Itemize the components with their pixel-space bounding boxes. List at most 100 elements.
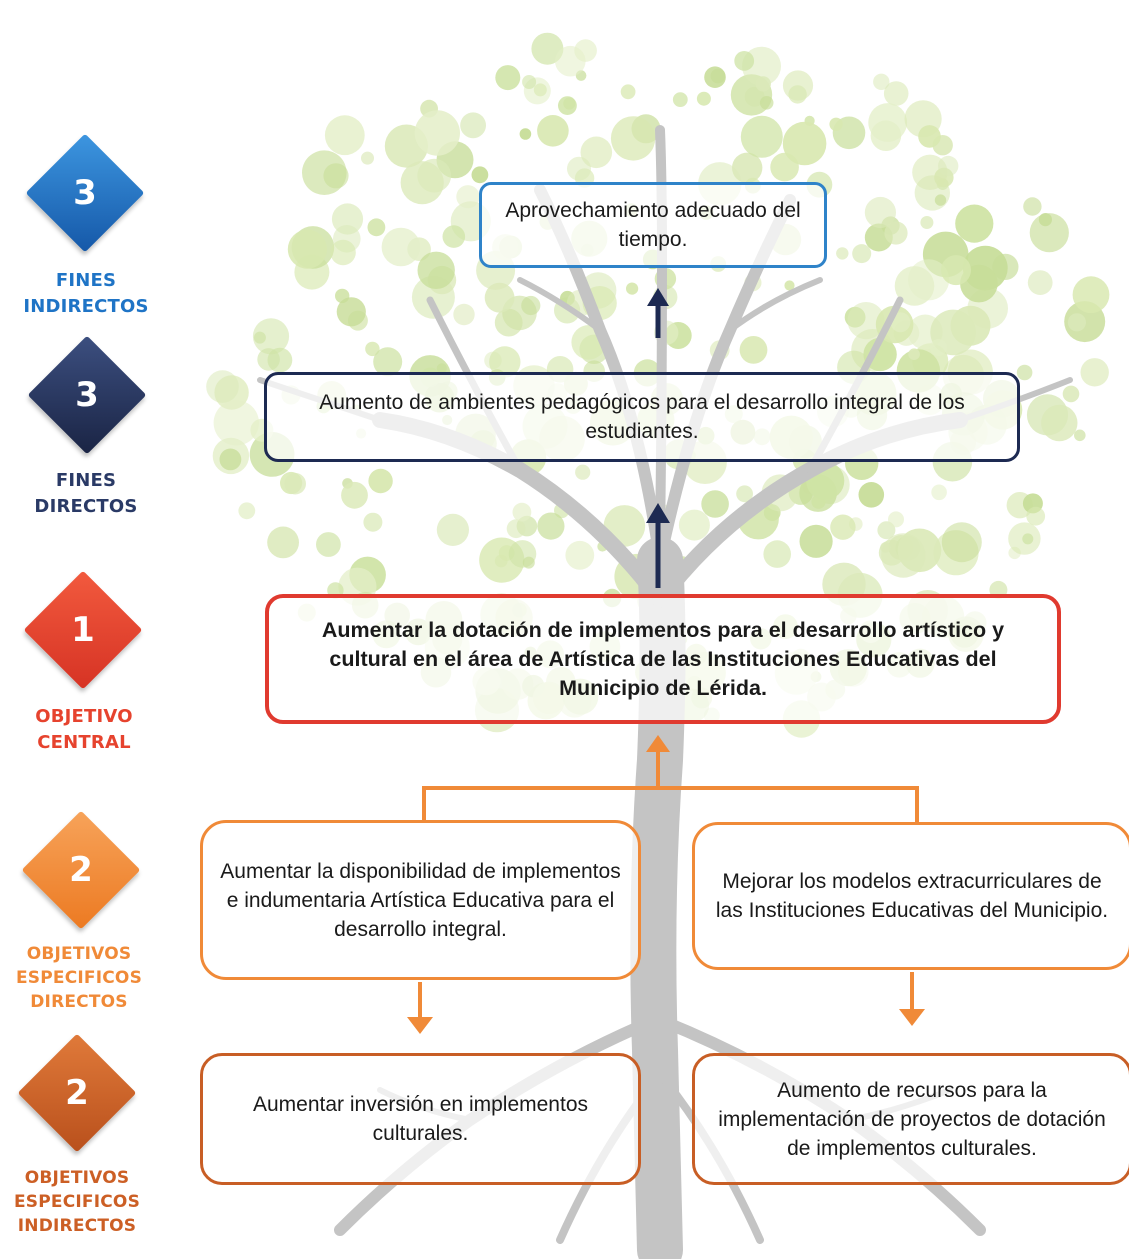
leaf-dot <box>1027 270 1053 295</box>
leaf-dot <box>734 51 755 71</box>
leaf-dot <box>519 128 532 140</box>
level-objetivos-especificos-indirectos-diamond: 2 <box>12 1028 142 1158</box>
leaf-dot <box>238 502 256 520</box>
label-line: ESPECIFICOS <box>13 1192 141 1212</box>
leaf-dot <box>484 282 515 313</box>
leaf-dot <box>672 92 688 107</box>
leaf-dot <box>888 511 904 528</box>
label-line: DIRECTOS <box>34 496 138 517</box>
leaf-dot <box>1080 358 1109 387</box>
leaf-dot <box>1072 276 1110 314</box>
leaf-dot <box>460 112 486 139</box>
leaf-dot <box>890 312 911 333</box>
leaf-dot <box>934 194 947 206</box>
leaf-dot <box>575 464 591 480</box>
leaf-dot <box>436 513 469 547</box>
leaf-dot <box>537 512 565 540</box>
level-objetivos-especificos-indirectos-label: OBJETIVOS ESPECIFICOS INDIRECTOS <box>0 1166 154 1238</box>
fin-directo-box: Aumento de ambientes pedagógicos para el… <box>264 372 1020 462</box>
level-number: 2 <box>69 850 93 890</box>
leaf-dot <box>782 121 827 166</box>
leaf-dot <box>252 318 290 355</box>
leaf-dot <box>417 251 455 289</box>
leaf-dot <box>558 96 577 115</box>
leaf-dot <box>267 526 299 559</box>
leaf-dot <box>759 96 774 110</box>
leaf-dot <box>847 302 885 340</box>
leaf-dot <box>471 166 489 184</box>
leaf-dot <box>267 347 293 373</box>
leaf-dot <box>877 521 896 540</box>
leaf-dot <box>373 347 403 377</box>
leaf-dot <box>992 253 1019 280</box>
objetivo-central-text: Aumentar la dotación de implementos para… <box>321 617 1005 700</box>
fin-directo-text: Aumento de ambientes pedagógicos para el… <box>319 391 965 443</box>
leaf-dot <box>620 84 636 100</box>
leaf-dot <box>736 485 753 503</box>
leaf-dot <box>341 481 368 509</box>
leaf-dot <box>920 216 934 229</box>
leaf-dot <box>1023 197 1042 216</box>
label-line: ESPECIFICOS <box>15 968 143 988</box>
leaf-dot <box>324 115 365 156</box>
objetivo-indirecto-1-text: Aumentar inversión en implementos cultur… <box>253 1093 588 1145</box>
leaf-dot <box>287 229 327 269</box>
leaf-dot <box>941 255 971 286</box>
leaf-dot <box>873 73 890 91</box>
objetivo-directo-2-box: Mejorar los modelos extracurriculares de… <box>692 822 1129 970</box>
objetivo-directo-2-text: Mejorar los modelos extracurriculares de… <box>715 870 1109 922</box>
leaf-dot <box>521 295 541 316</box>
objetivo-central-box: Aumentar la dotación de implementos para… <box>265 594 1061 724</box>
leaf-dot <box>784 280 795 291</box>
leaf-dot <box>894 266 935 306</box>
leaf-dot <box>881 533 926 578</box>
level-fines-indirectos-diamond: 3 <box>20 128 150 258</box>
leaf-dot <box>782 70 814 101</box>
leaf-dot <box>522 556 535 569</box>
leaf-dot <box>678 509 710 541</box>
leaf-dot <box>365 341 380 357</box>
leaf-dot <box>1029 213 1069 253</box>
label-line: OBJETIVOS <box>26 944 132 964</box>
label-line: DIRECTOS <box>30 992 128 1012</box>
leaf-dot <box>884 221 908 245</box>
leaf-dot <box>704 66 726 88</box>
leaf-dot <box>1026 506 1046 526</box>
leaf-dot <box>868 103 908 142</box>
leaf-dot <box>456 185 480 209</box>
leaf-dot <box>330 239 356 266</box>
leaf-dot <box>701 490 729 518</box>
leaf-dot <box>414 110 460 156</box>
leaf-dot <box>864 196 897 229</box>
label-line: FINES <box>55 470 117 491</box>
leaf-dot <box>626 282 639 295</box>
label-line: INDIRECTOS <box>23 296 149 317</box>
leaf-dot <box>555 45 586 77</box>
level-number: 2 <box>65 1073 89 1113</box>
leaf-dot <box>1016 364 1033 381</box>
objetivo-directo-1-box: Aumentar la disponibilidad de implemento… <box>200 820 641 980</box>
label-line: INDIRECTOS <box>17 1216 137 1236</box>
leaf-dot <box>918 125 941 148</box>
leaf-dot <box>512 502 532 522</box>
leaf-dot <box>929 339 947 356</box>
leaf-dot <box>1022 533 1034 545</box>
label-line: FINES <box>55 270 117 291</box>
leaf-dot <box>836 247 849 260</box>
leaf-dot <box>580 136 613 169</box>
leaf-dot <box>363 512 383 532</box>
level-objetivo-central-label: OBJETIVO CENTRAL <box>0 704 168 756</box>
leaf-dot <box>763 540 791 568</box>
level-fines-directos-diamond: 3 <box>22 330 152 460</box>
leaf-dot <box>830 514 856 540</box>
fin-indirecto-text: Aprovechamiento adecuado del tiempo. <box>505 199 801 251</box>
leaf-dot <box>316 532 341 557</box>
leaf-dot <box>368 468 393 494</box>
objetivo-directo-1-text: Aumentar la disponibilidad de implemento… <box>220 859 621 941</box>
leaf-dot <box>336 297 366 327</box>
label-line: CENTRAL <box>37 732 131 753</box>
leaf-dot <box>495 65 521 91</box>
fin-indirecto-box: Aprovechamiento adecuado del tiempo. <box>479 182 827 268</box>
leaf-dot <box>489 346 521 378</box>
leaf-dot <box>400 161 444 205</box>
